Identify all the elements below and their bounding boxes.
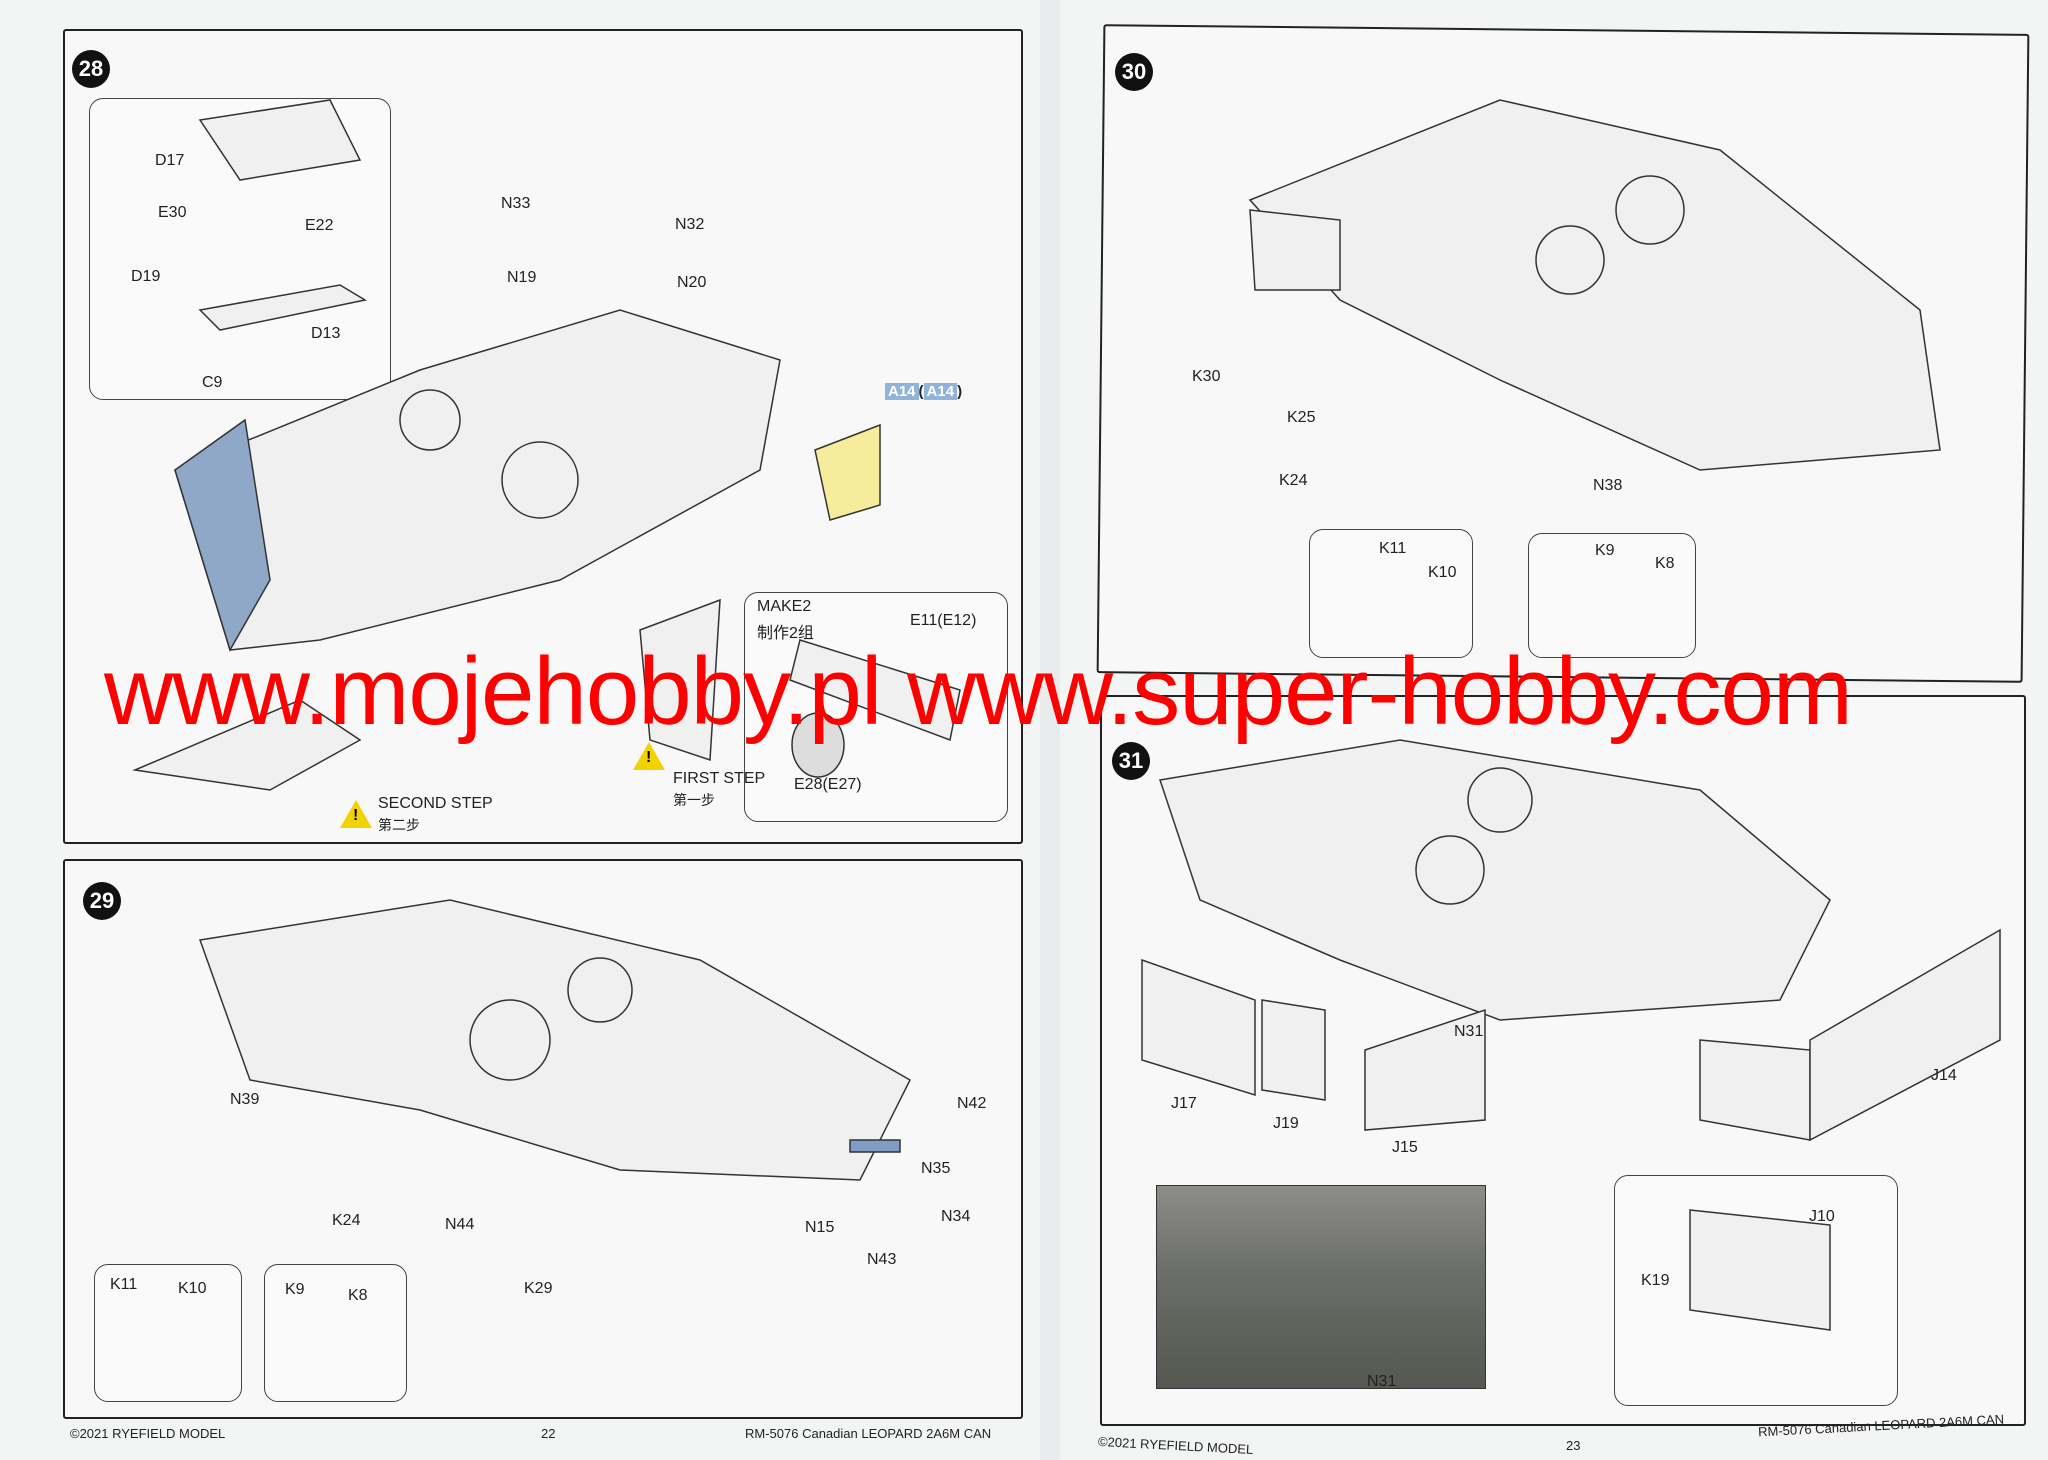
label-e11-e12: E11(E12) <box>910 612 977 629</box>
label-n39: N39 <box>230 1091 260 1108</box>
label-k9: K9 <box>1595 542 1615 559</box>
photo-label-n31: N31 <box>1367 1373 1397 1390</box>
watermark-text: www.mojehobby.pl www.super-hobby.com <box>104 638 1853 745</box>
label-j19: J19 <box>1273 1115 1299 1132</box>
second-step-warning-icon: ! <box>340 800 372 828</box>
label-k10: K10 <box>178 1280 207 1297</box>
step-29-badge: 29 <box>83 882 121 920</box>
label-k19: K19 <box>1641 1272 1670 1289</box>
label-n33: N33 <box>501 195 531 212</box>
label-k9: K9 <box>285 1281 305 1298</box>
warning-glyph: ! <box>646 749 652 766</box>
label-k29: K29 <box>524 1280 553 1297</box>
make2-title: MAKE2 <box>757 598 812 615</box>
n31-reference-photo <box>1156 1185 1486 1389</box>
label-k10: K10 <box>1428 564 1457 581</box>
step-31-hull-drawing <box>1141 739 2001 1331</box>
label-n32: N32 <box>675 216 705 233</box>
label-k25: K25 <box>1287 409 1316 426</box>
label-k11: K11 <box>110 1276 138 1293</box>
second-step-label-cn: 第二步 <box>378 817 420 833</box>
make2-title-cn: 制作2组 <box>757 625 814 642</box>
label-n20: N20 <box>677 274 707 291</box>
warning-glyph: ! <box>353 807 359 824</box>
label-n34: N34 <box>941 1208 971 1225</box>
footer-right-page-number: 23 <box>1566 1438 1581 1453</box>
label-j10: J10 <box>1809 1208 1835 1225</box>
label-a14: A14(A14) <box>885 383 962 400</box>
label-n38: N38 <box>1593 477 1623 494</box>
label-k30: K30 <box>1192 368 1221 385</box>
label-n42: N42 <box>957 1095 987 1112</box>
step-31-badge: 31 <box>1112 742 1150 780</box>
label-n31: N31 <box>1454 1023 1484 1040</box>
step-29-inset-k11-k10 <box>94 1264 242 1402</box>
step-28-badge: 28 <box>72 50 110 88</box>
footer-left-copyright: ©2021 RYEFIELD MODEL <box>70 1426 226 1441</box>
label-n43: N43 <box>867 1251 897 1268</box>
label-j15: J15 <box>1392 1139 1418 1156</box>
label-e22: E22 <box>305 217 334 234</box>
first-step-label: FIRST STEP <box>673 770 766 787</box>
label-n35: N35 <box>921 1160 951 1177</box>
label-k8: K8 <box>348 1287 368 1304</box>
step-29-inset-k9-k8 <box>264 1264 407 1402</box>
a14-part: A14 <box>885 383 919 400</box>
a14-alt-part: A14 <box>923 383 958 400</box>
label-n15: N15 <box>805 1219 835 1236</box>
footer-left-product: RM-5076 Canadian LEOPARD 2A6M CAN <box>745 1426 992 1441</box>
label-j17: J17 <box>1171 1095 1197 1112</box>
label-n19: N19 <box>507 269 537 286</box>
make2-inset <box>744 592 1008 822</box>
step-30-hull-drawing <box>1248 99 1941 471</box>
label-d13: D13 <box>311 325 341 342</box>
label-k24: K24 <box>1279 472 1308 489</box>
label-j14: J14 <box>1931 1067 1957 1084</box>
second-step-label: SECOND STEP <box>378 795 493 812</box>
first-step-label-cn: 第一步 <box>673 792 715 808</box>
label-n44: N44 <box>445 1216 475 1233</box>
label-c9: C9 <box>202 374 223 391</box>
label-k8: K8 <box>1655 555 1675 572</box>
footer-left-page-number: 22 <box>541 1426 556 1441</box>
step-30-inset-k11-k10 <box>1309 529 1473 658</box>
label-k24: K24 <box>332 1212 361 1229</box>
step-30-inset-k9-k8 <box>1528 533 1696 658</box>
label-k11: K11 <box>1379 540 1407 557</box>
label-e28-e27: E28(E27) <box>794 776 862 793</box>
label-d19: D19 <box>131 268 161 285</box>
step-28-hull-drawing <box>132 99 961 791</box>
label-e30: E30 <box>158 204 187 221</box>
label-d17: D17 <box>155 152 185 169</box>
step-29-hull-drawing <box>198 899 911 1181</box>
first-step-warning-icon: ! <box>633 742 665 770</box>
step-30-badge: 30 <box>1115 53 1153 91</box>
